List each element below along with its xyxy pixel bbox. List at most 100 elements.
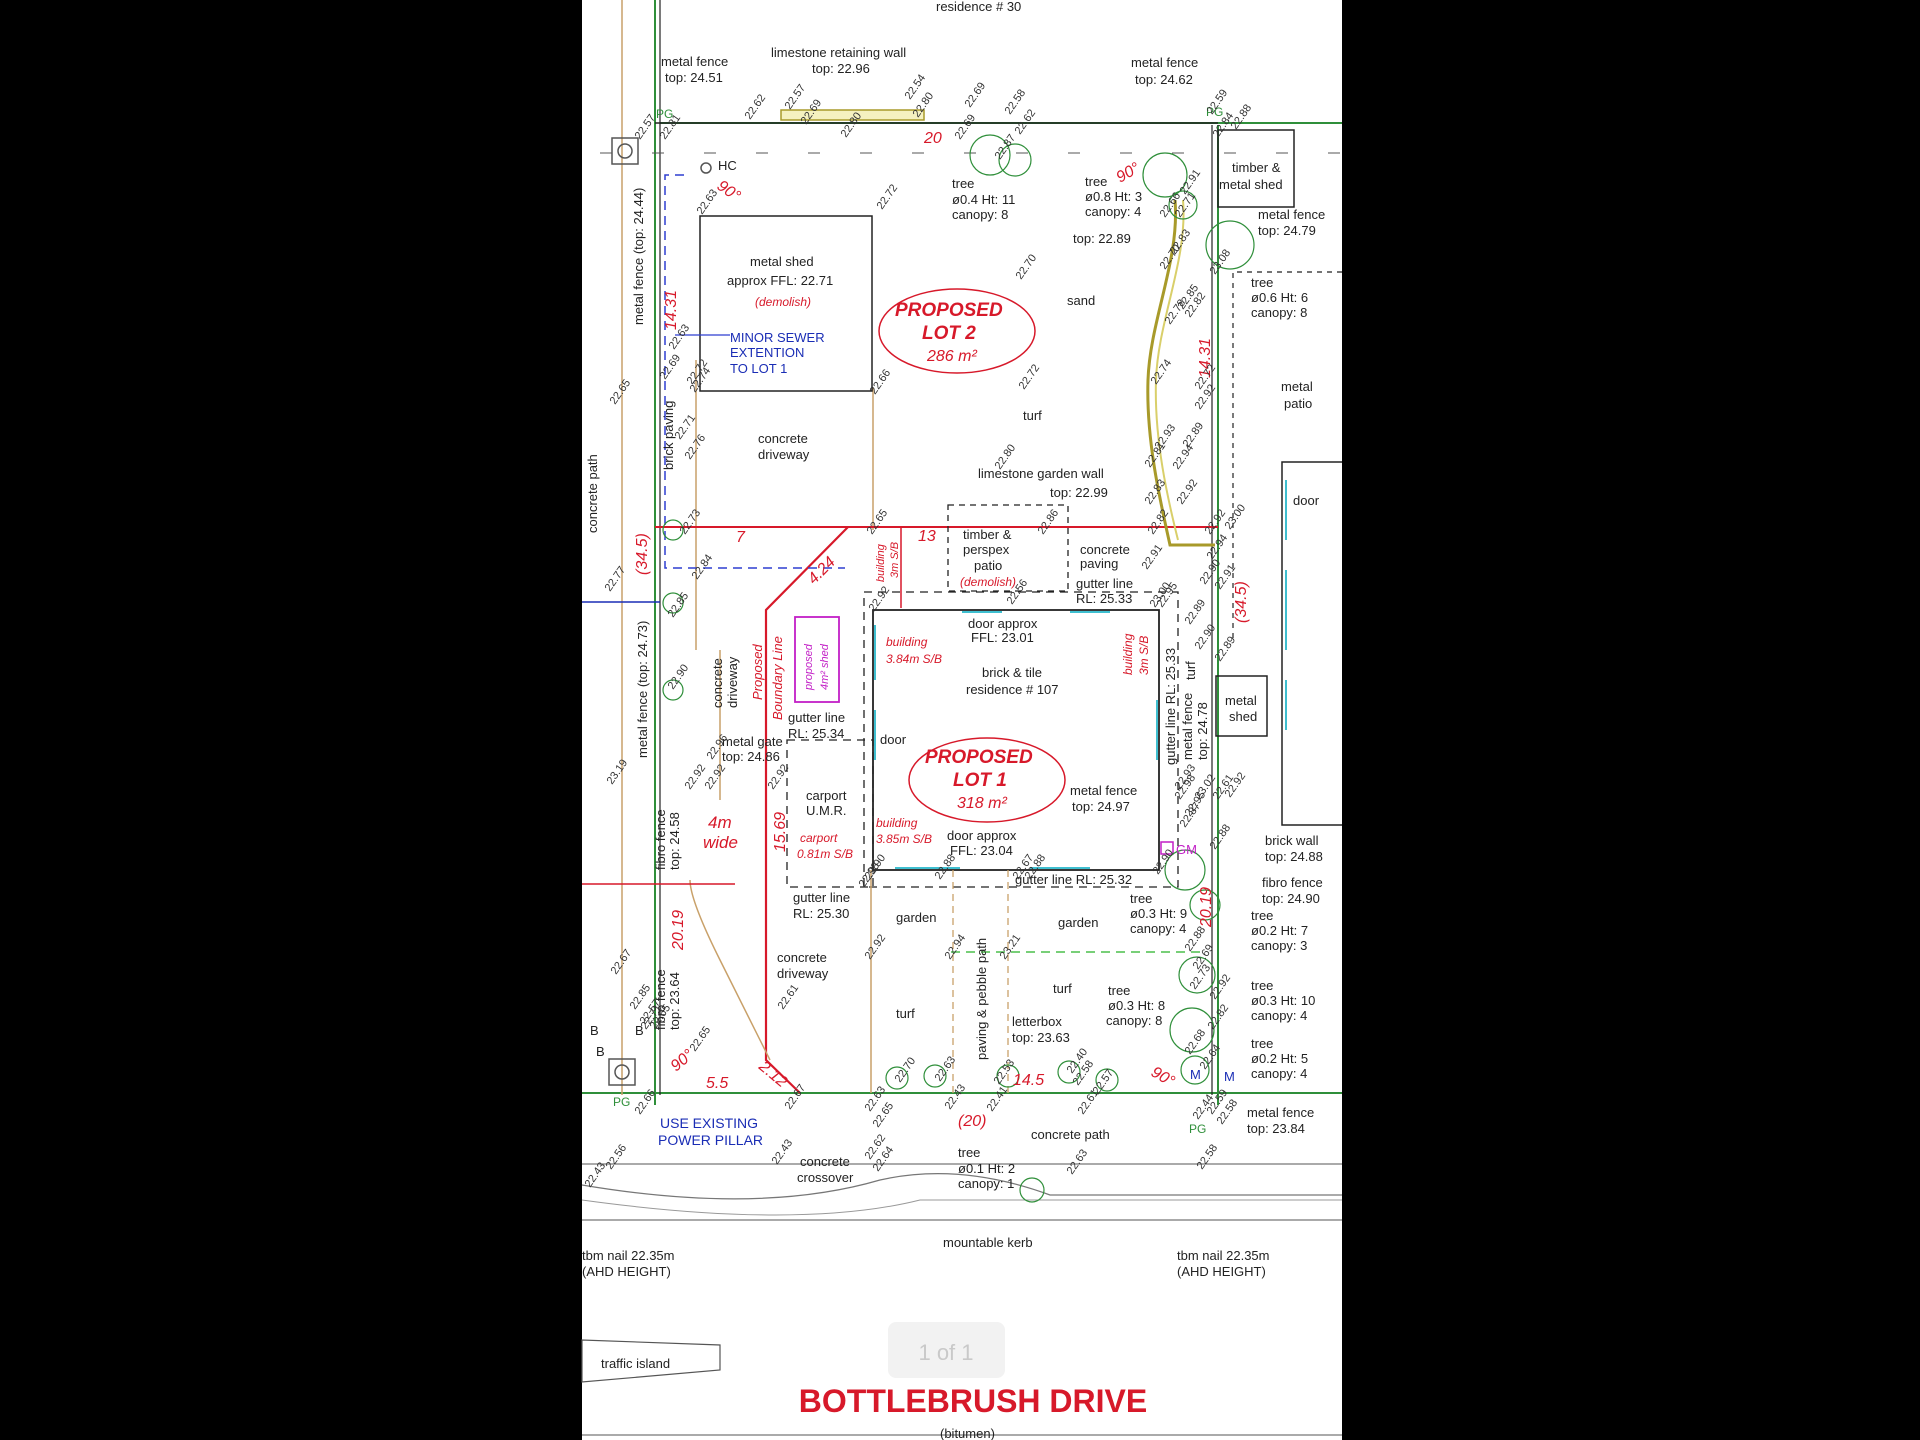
dim-bottom-total: (20) <box>958 1113 986 1130</box>
label-fibro-fence-e-2: top: 24.90 <box>1262 891 1320 906</box>
label-driveway1-2: driveway <box>758 447 810 462</box>
label-proposed-shed-2: 4m² shed <box>819 643 831 690</box>
label-metal-fence-ne-2: top: 24.62 <box>1135 72 1193 87</box>
label-bitumen: (bitumen) <box>940 1426 995 1440</box>
label-tree3-3: canopy: 8 <box>1251 305 1307 320</box>
label-door-w: door <box>880 732 907 747</box>
label-driveway2-1: concrete <box>710 658 725 708</box>
label-metal-shed-small-2: shed <box>1229 709 1257 724</box>
label-turf2: turf <box>1053 981 1072 996</box>
label-metal-fence-w: metal fence (top: 24.44) <box>631 188 646 325</box>
label-building-3m-right-2: 3m S/B <box>1137 636 1151 675</box>
driveway-curve-west <box>689 879 771 1061</box>
label-metal-fence-sw-2: top: 23.84 <box>1247 1121 1305 1136</box>
label-door-approx2-1: door approx <box>947 828 1017 843</box>
label-metal-fence-w2: metal fence (top: 24.73) <box>635 621 650 758</box>
label-fibro-fence-w1-2: top: 24.58 <box>667 812 682 870</box>
sewer-extension-line <box>664 174 845 569</box>
label-4m-1: 4m <box>708 813 732 832</box>
label-metal-shed-1: metal shed <box>750 254 814 269</box>
label-lot1-2: LOT 1 <box>953 770 1007 791</box>
label-tree5-3: canopy: 3 <box>1251 938 1307 953</box>
corner-pegs <box>608 137 712 1086</box>
label-carport-2: U.M.R. <box>806 803 846 818</box>
label-fibro-fence-e-1: fibro fence <box>1262 875 1323 890</box>
label-building-3m-top-1: building <box>875 543 887 582</box>
label-metal-fence-right-1: metal fence <box>1180 693 1195 760</box>
label-tree6-1: tree <box>1108 983 1130 998</box>
label-metal-shed-small-1: metal <box>1225 693 1257 708</box>
label-gutter-right: gutter line RL: 25.33 <box>1163 648 1178 765</box>
label-tree7-1: tree <box>1251 978 1273 993</box>
dim-split-east: 13 <box>918 528 936 545</box>
label-metal-fence-e1-2: top: 24.79 <box>1258 223 1316 238</box>
limestone-garden-wall <box>1146 199 1215 547</box>
metal-shed-small-outline <box>1215 675 1268 737</box>
label-concrete-path-w: concrete path <box>585 454 600 533</box>
label-door-approx1-1: door approx <box>968 616 1038 631</box>
label-metal-fence-2497-2: top: 24.97 <box>1072 799 1130 814</box>
label-tbm2-2: (AHD HEIGHT) <box>1177 1264 1266 1279</box>
label-metal-patio-2: patio <box>1284 396 1312 411</box>
label-hc: HC <box>718 158 737 173</box>
label-fibro-fence-w1-1: fibro fence <box>653 809 668 870</box>
label-building-384-2: 3.84m S/B <box>886 652 942 666</box>
label-driveway1-1: concrete <box>758 431 808 446</box>
timber-metal-shed-outline <box>1217 129 1295 208</box>
dim-east-total: (34.5) <box>1233 581 1250 623</box>
label-tree1-2: ø0.4 Ht: 11 <box>952 192 1015 207</box>
label-tree4-2: ø0.3 Ht: 9 <box>1130 906 1187 921</box>
label-4m-2: wide <box>703 833 738 852</box>
street-name: BOTTLEBRUSH DRIVE <box>799 1383 1147 1419</box>
label-timber-shed-1: timber & <box>1232 160 1281 175</box>
label-lot1-1: PROPOSED <box>925 747 1033 768</box>
label-driveway2-2: driveway <box>725 656 740 708</box>
label-metal-fence-e1-1: metal fence <box>1258 207 1325 222</box>
label-brick-wall-1: brick wall <box>1265 833 1319 848</box>
label-building-384-1: building <box>886 635 928 649</box>
label-lot2-2: LOT 2 <box>922 323 976 344</box>
gas-meter-marker <box>1160 841 1174 855</box>
label-traffic-island: traffic island <box>601 1356 670 1371</box>
label-building-385-1: building <box>876 816 918 830</box>
label-gutter-2530-2: RL: 25.30 <box>793 906 849 921</box>
label-m2: M <box>1224 1069 1235 1084</box>
dim-west-total: (34.5) <box>634 533 651 575</box>
label-metal-fence-ne-1: metal fence <box>1131 55 1198 70</box>
label-crossover-1: concrete <box>800 1154 850 1169</box>
label-power-pillar-2: POWER PILLAR <box>658 1132 763 1148</box>
label-crossover-2: crossover <box>797 1170 854 1185</box>
label-tree2-3: canopy: 4 <box>1085 204 1141 219</box>
label-garden2: garden <box>1058 915 1098 930</box>
label-sewer-2: EXTENTION <box>730 345 804 360</box>
label-tree1-1: tree <box>952 176 974 191</box>
timber-patio-outline <box>947 504 1069 592</box>
label-tree3-1: tree <box>1251 275 1273 290</box>
label-limestone-wall-2: top: 22.96 <box>812 61 870 76</box>
proposed-boundary-line <box>764 526 849 1094</box>
label-metal-fence-nw-2: top: 24.51 <box>665 70 723 85</box>
label-tree2-2: ø0.8 Ht: 3 <box>1085 189 1142 204</box>
label-gutter-2533-1: gutter line <box>1076 576 1133 591</box>
label-brick-tile-2: residence # 107 <box>966 682 1059 697</box>
label-metal-fence-right-2: top: 24.78 <box>1195 702 1210 760</box>
dim-lot2-east: 14.31 <box>1197 338 1214 378</box>
label-lot2-3: 286 m² <box>926 348 977 365</box>
label-sewer-3: TO LOT 1 <box>730 361 787 376</box>
label-gutter-2534-1: gutter line <box>788 710 845 725</box>
label-door-approx2-2: FFL: 23.04 <box>950 843 1013 858</box>
label-driveway3-2: driveway <box>777 966 829 981</box>
label-turf-right: turf <box>1183 661 1198 680</box>
label-garden-wall-1: limestone garden wall <box>978 466 1104 481</box>
neighbour-building <box>1281 461 1342 826</box>
label-tree3-2: ø0.6 Ht: 6 <box>1251 290 1308 305</box>
label-proposed-boundary-2: Boundary Line <box>770 636 785 720</box>
label-carport-081-1: carport <box>800 831 838 845</box>
label-top-2289: top: 22.89 <box>1073 231 1131 246</box>
dim-top: 20 <box>923 130 942 147</box>
label-building-3m-right-1: building <box>1121 633 1135 675</box>
label-brick-tile-1: brick & tile <box>982 665 1042 680</box>
label-tree5-2: ø0.2 Ht: 7 <box>1251 923 1308 938</box>
limestone-garden-wall-inner <box>1154 199 1185 541</box>
label-pg-sw: PG <box>613 1095 630 1109</box>
